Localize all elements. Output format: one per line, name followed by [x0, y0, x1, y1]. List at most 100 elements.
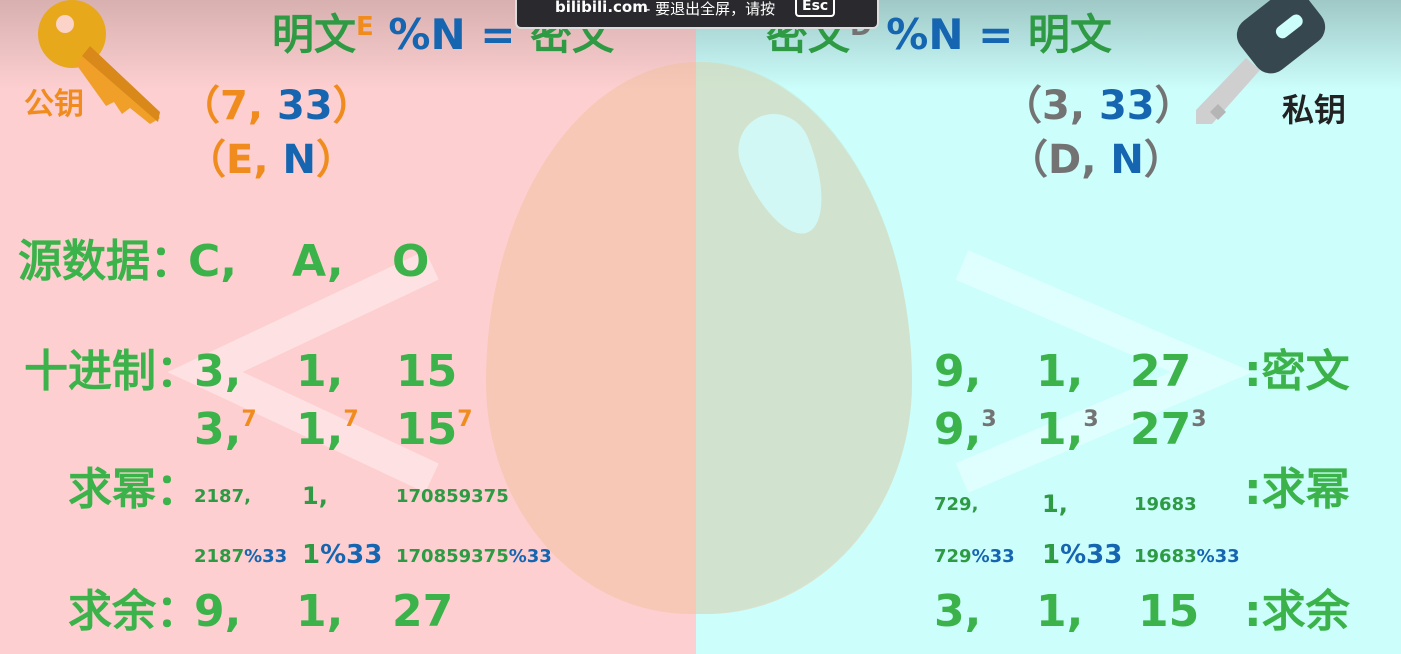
mod-num: 1 [1042, 540, 1061, 570]
mod-op: %33 [508, 546, 552, 567]
toast-site: bilibili.com [555, 0, 648, 16]
mod-expression: 170859375%33 [396, 548, 552, 566]
source-c: C, [188, 236, 238, 287]
right-key-pair: （3, 33） [1002, 86, 1195, 126]
power-value: 1, [302, 482, 328, 510]
power-exponent: 3 [981, 407, 997, 432]
remainder-value: 9, [194, 586, 242, 637]
pair-open: （ [180, 83, 220, 129]
remainder-label: 求余： [68, 586, 200, 637]
symbols-open: （ [186, 137, 226, 183]
mod-op: %33 [1060, 540, 1123, 570]
mod-op: %33 [1196, 546, 1240, 567]
remainder-value: 3, [934, 586, 982, 637]
remainder-value: 1, [1036, 586, 1084, 637]
power-base-value: 3, [194, 404, 242, 455]
pair-d-value: 3, [1042, 83, 1086, 129]
remainder-value: 1, [296, 586, 344, 637]
power-exponent: 7 [241, 407, 257, 432]
power-value: 729, [934, 494, 979, 515]
mod-expression: 19683%33 [1134, 548, 1240, 566]
fullscreen-exit-toast: bilibili.com - 要退出全屏，请按 Esc [515, 0, 879, 29]
cipher-label: :密文 [1244, 346, 1350, 397]
greater-than-symbol [955, 250, 1253, 493]
pair-e-value: 7, [220, 83, 264, 129]
power-base-value: 9, [934, 404, 982, 455]
left-key-symbols: （E, N） [186, 140, 356, 180]
power-value: 19683 [1134, 494, 1197, 515]
decimal-value: 15 [396, 346, 458, 397]
esc-key-badge[interactable]: Esc [795, 0, 836, 17]
symbols-close: ） [1143, 137, 1184, 183]
mod-num: 729 [934, 546, 972, 567]
decimal-value: 1, [296, 346, 344, 397]
remainder-value: 27 [392, 586, 454, 637]
formula-plain: 明文 [272, 10, 357, 59]
power-base-value: 15 [396, 404, 458, 455]
decimal-value: 3, [194, 346, 242, 397]
pair-close: ） [1154, 83, 1195, 129]
less-than-symbol [167, 250, 439, 493]
mod-expression: 1%33 [1042, 542, 1122, 568]
power-base: 157 [396, 408, 473, 452]
power-base: 1,7 [296, 408, 359, 452]
remainder-label: :求余 [1244, 586, 1350, 637]
power-exponent: 7 [457, 407, 473, 432]
mod-num: 2187 [194, 546, 245, 567]
power-base-value: 1, [1036, 404, 1084, 455]
source-o: O [392, 236, 430, 287]
mod-expression: 729%33 [934, 548, 1015, 566]
symbol-n: N [282, 137, 316, 183]
formula-exponent: E [356, 12, 374, 42]
pair-open: （ [1002, 83, 1042, 129]
symbols-open: （ [1008, 137, 1048, 183]
pair-close: ） [332, 83, 373, 129]
power-value: 1, [1042, 490, 1068, 518]
power-label: 求幂： [68, 464, 200, 515]
cipher-value: 9, [934, 346, 982, 397]
power-base: 9,3 [934, 408, 997, 452]
pair-n-value: 33 [1098, 83, 1155, 129]
power-value: 170859375 [396, 486, 509, 507]
formula-result: 明文 [1027, 10, 1112, 59]
power-base-value: 27 [1130, 404, 1192, 455]
cipher-value: 1, [1036, 346, 1084, 397]
mod-op: %33 [971, 546, 1015, 567]
mod-num: 170859375 [396, 546, 509, 567]
mod-expression: 1%33 [302, 542, 382, 568]
mod-op: %33 [320, 540, 383, 570]
mod-expression: 2187%33 [194, 548, 287, 566]
symbol-d: D, [1048, 137, 1097, 183]
formula-mod: %N = [388, 10, 516, 59]
symbol-e: E, [226, 137, 269, 183]
power-base: 1,3 [1036, 408, 1099, 452]
cipher-value: 27 [1130, 346, 1192, 397]
left-key-pair: （7, 33） [180, 86, 373, 126]
power-base: 3,7 [194, 408, 257, 452]
power-label: :求幂 [1244, 464, 1350, 515]
power-exponent: 3 [1191, 407, 1207, 432]
symbol-n: N [1110, 137, 1144, 183]
toast-message: - 要退出全屏，请按 [645, 0, 776, 18]
symbols-close: ） [315, 137, 356, 183]
decimal-label: 十进制： [24, 346, 200, 397]
mod-num: 1 [302, 540, 321, 570]
gold-key-icon [38, 0, 160, 124]
power-exponent: 7 [343, 407, 359, 432]
power-base: 273 [1130, 408, 1207, 452]
source-data-label: 源数据： [18, 236, 194, 287]
remainder-value: 15 [1138, 586, 1200, 637]
right-key-symbols: （D, N） [1008, 140, 1184, 180]
source-a: A, [292, 236, 344, 287]
left-panel [0, 0, 696, 654]
power-exponent: 3 [1083, 407, 1099, 432]
dark-key-icon [1196, 0, 1326, 124]
formula-mod: %N = [886, 10, 1014, 59]
mod-num: 19683 [1134, 546, 1197, 567]
mod-op: %33 [244, 546, 288, 567]
private-key-label: 私钥 [1282, 91, 1347, 129]
power-base-value: 1, [296, 404, 344, 455]
power-value: 2187, [194, 486, 251, 507]
pair-n-value: 33 [276, 83, 333, 129]
